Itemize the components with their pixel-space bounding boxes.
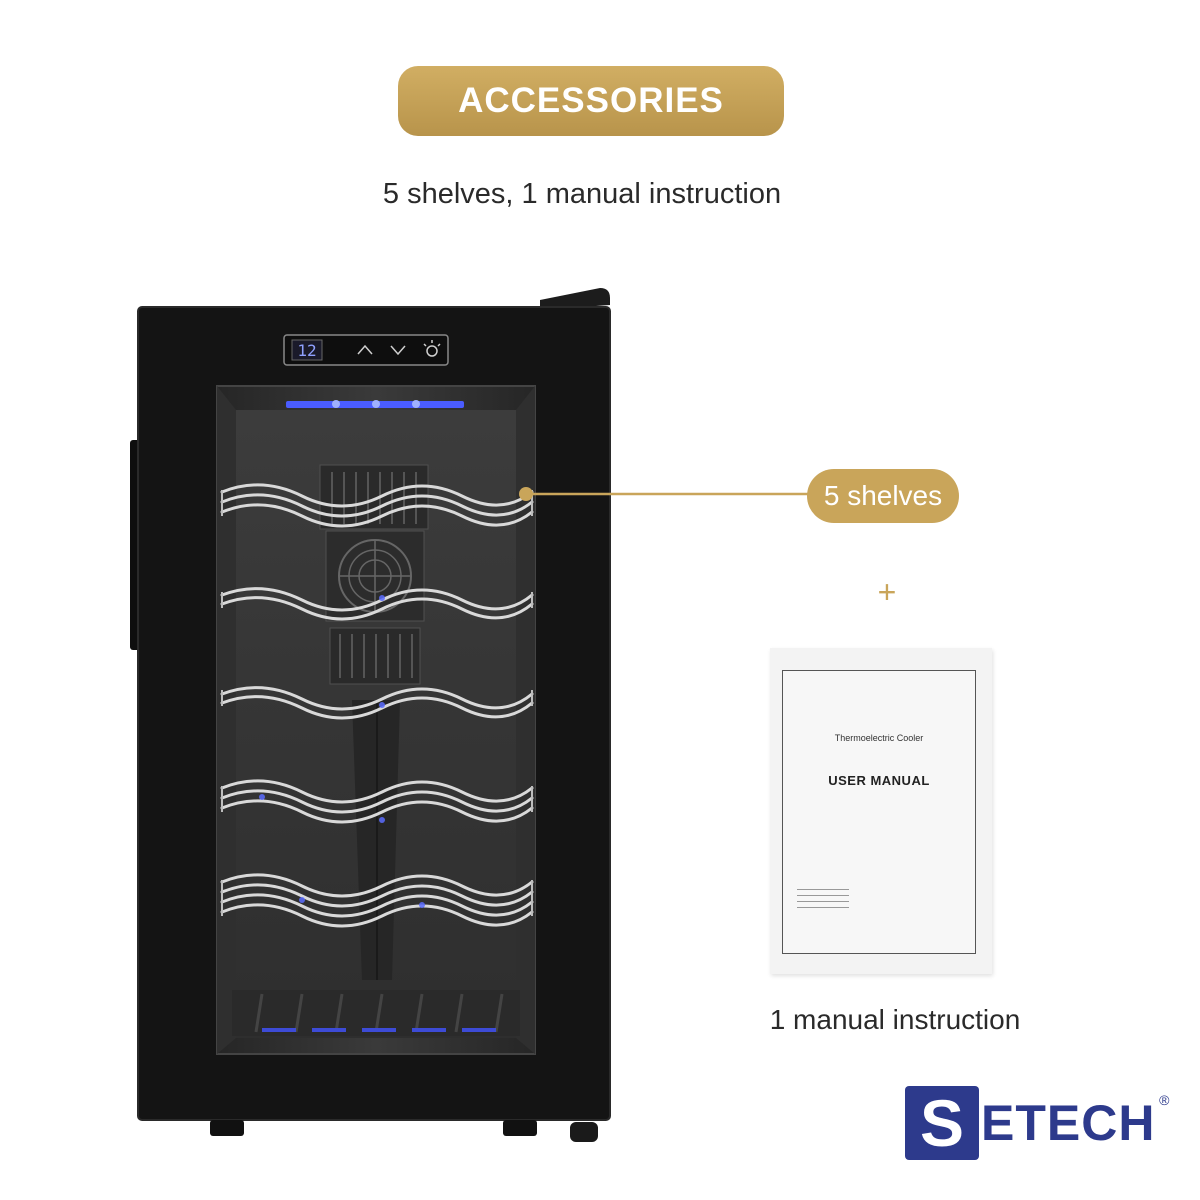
- manual-cover-frame: Thermoelectric Cooler USER MANUAL: [782, 670, 976, 954]
- door-hinge: [540, 288, 610, 310]
- manual-subtitle: Thermoelectric Cooler: [834, 733, 924, 743]
- shelves-callout: 5 shelves: [807, 469, 959, 523]
- foot-wheel: [570, 1122, 598, 1142]
- manual-caption: 1 manual instruction: [769, 1004, 1021, 1035]
- plus-sign: +: [877, 574, 897, 610]
- control-panel: [283, 334, 449, 366]
- user-manual-booklet: Thermoelectric Cooler USER MANUAL: [770, 648, 992, 974]
- foot-left: [210, 1120, 244, 1136]
- shelf-4: [220, 779, 534, 824]
- setech-logo: S ETECH ®: [905, 1086, 1169, 1160]
- manual-title: USER MANUAL: [828, 773, 930, 788]
- foot-right: [503, 1120, 537, 1136]
- callout-dot: [519, 487, 533, 501]
- shelf-3: [220, 686, 534, 720]
- accessories-badge: ACCESSORIES: [398, 66, 784, 136]
- chevron-up-icon: [357, 344, 373, 355]
- shelf-1: [220, 483, 534, 528]
- registered-mark: ®: [1159, 1092, 1170, 1108]
- shelf-5: [220, 873, 534, 928]
- manual-fineprint: [797, 889, 849, 913]
- temperature-display-value: 12: [297, 341, 316, 360]
- logo-text: ETECH: [981, 1095, 1156, 1151]
- logo-letter-box: S: [905, 1086, 979, 1160]
- chevron-down-icon: [390, 345, 406, 356]
- light-bulb-icon: [423, 340, 441, 357]
- temperature-display: [291, 339, 323, 361]
- accessories-subtitle: 5 shelves, 1 manual instruction: [382, 178, 782, 210]
